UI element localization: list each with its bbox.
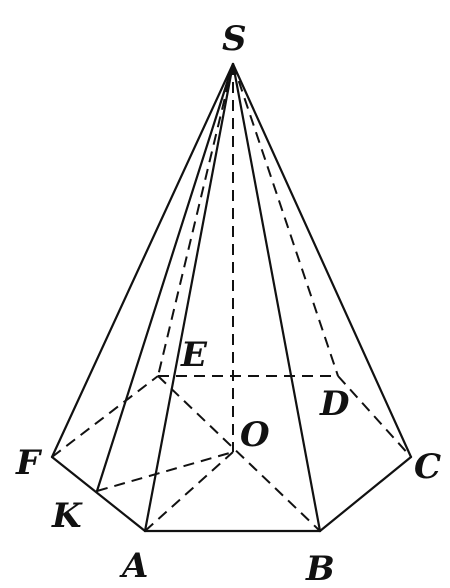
edge-FA [50,455,147,533]
label-E: E [180,335,208,375]
label-D: D [319,384,350,424]
dashed-edges [51,63,412,532]
label-O: O [240,415,270,455]
vertex-labels: S E D O F C K A B [15,19,441,588]
label-F: F [15,443,43,483]
edge-SE [157,63,234,377]
edge-DC [337,375,412,458]
edge-FE [51,375,159,458]
label-S: S [222,19,247,59]
edge-SK [95,62,235,493]
edge-SF [50,62,235,459]
edge-SA [143,62,235,533]
solid-edges [50,62,413,533]
label-A: A [119,546,148,586]
edge-EB [157,375,321,532]
label-B: B [305,549,335,588]
label-K: K [51,496,83,536]
edge-SB [231,62,322,533]
edge-SD [232,63,339,377]
label-C: C [414,447,441,487]
edge-SC [231,62,413,459]
edge-BC [318,455,413,533]
edge-KO [96,451,234,492]
edge-AO [144,451,234,532]
